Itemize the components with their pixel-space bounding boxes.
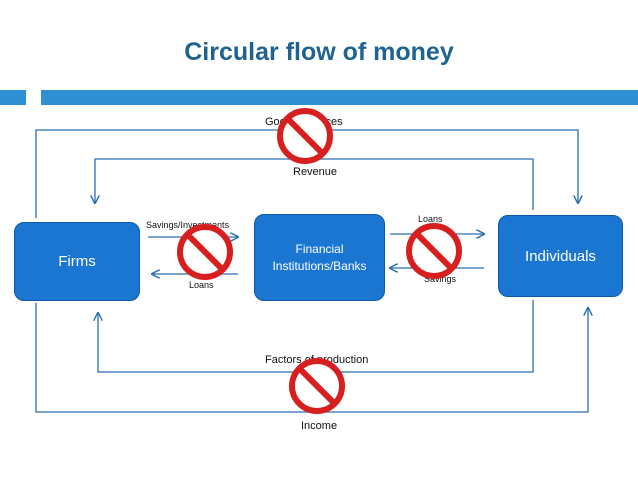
- loans-right-label: Loans: [418, 214, 443, 224]
- header-accent-bar-left: [0, 90, 26, 105]
- savings-investments-label: Savings/Investments: [146, 220, 230, 230]
- financial-label-line2: Institutions/Banks: [272, 258, 367, 273]
- loans-left-label: Loans: [189, 280, 214, 290]
- savings-right-label: Savings: [424, 274, 457, 284]
- individuals-node: Individuals: [498, 215, 623, 297]
- revenue-label: Revenue: [293, 166, 338, 178]
- prohibition-icon: [277, 108, 333, 164]
- income-label: Income: [301, 420, 338, 432]
- firms-label: Firms: [58, 253, 96, 270]
- prohibition-icon: [406, 223, 462, 279]
- prohibition-icon: [289, 358, 345, 414]
- header-accent-bar-right: [41, 90, 638, 105]
- individuals-label: Individuals: [525, 247, 596, 265]
- prohibition-icon: [177, 224, 233, 280]
- slide-title: Circular flow of money: [184, 38, 454, 66]
- financial-institutions-node: Financial Institutions/Banks: [254, 214, 385, 301]
- financial-label-line1: Financial: [295, 241, 344, 256]
- firms-node: Firms: [14, 222, 140, 301]
